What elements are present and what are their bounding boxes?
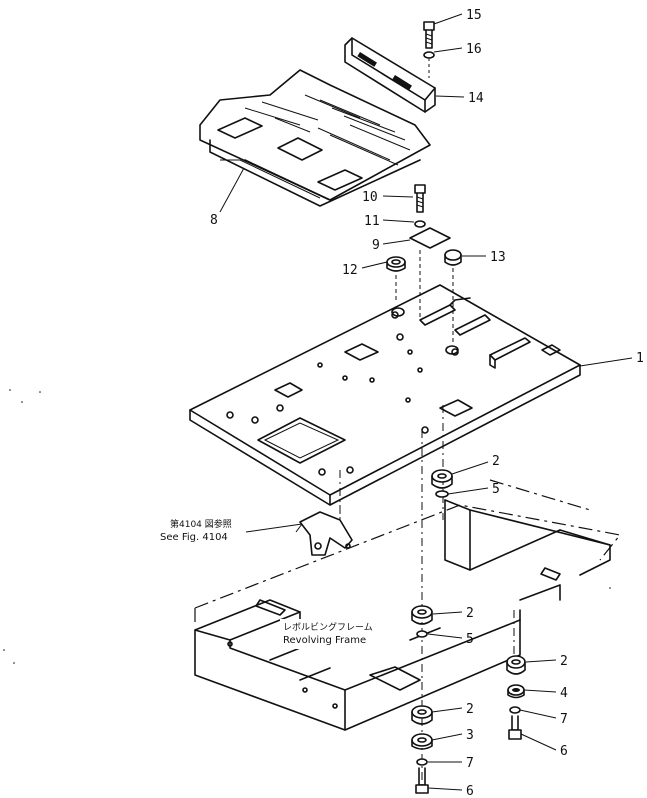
callout-5b: 5 xyxy=(466,632,474,647)
callout-11: 11 xyxy=(364,214,380,229)
leader-lines xyxy=(219,13,633,791)
washer-7b xyxy=(416,758,428,766)
mount-bracket xyxy=(299,505,353,556)
frame-label-en: Revolving Frame xyxy=(283,635,366,646)
callout-1: 1 xyxy=(636,351,644,366)
see-fig-en: See Fig. 4104 xyxy=(160,532,228,543)
spacer-5b xyxy=(416,630,428,638)
scan-dots xyxy=(3,389,611,664)
mount-3 xyxy=(411,733,433,750)
mount-2a xyxy=(431,469,453,489)
plate-9 xyxy=(409,227,451,249)
spacer-5a xyxy=(435,490,449,498)
callout-7b: 7 xyxy=(466,756,474,771)
callout-6a: 6 xyxy=(560,744,568,759)
cover xyxy=(344,37,436,113)
callout-13: 13 xyxy=(490,250,506,265)
callout-12: 12 xyxy=(342,263,358,278)
revolving-frame xyxy=(194,479,622,731)
callout-4: 4 xyxy=(560,686,568,701)
mount-4 xyxy=(507,684,525,699)
rubber-12 xyxy=(386,256,406,272)
callout-14: 14 xyxy=(468,91,484,106)
callout-2d: 2 xyxy=(560,654,568,669)
washer-11 xyxy=(414,220,426,228)
callout-2b: 2 xyxy=(466,606,474,621)
callout-6b: 6 xyxy=(466,784,474,798)
washer-16 xyxy=(423,51,435,59)
callout-7a: 7 xyxy=(560,712,568,727)
mount-2b xyxy=(411,605,433,625)
callout-9: 9 xyxy=(372,238,380,253)
callout-2a: 2 xyxy=(492,454,500,469)
floor-plate xyxy=(189,284,581,506)
bolt-10 xyxy=(414,184,426,213)
frame-label-jp: レボルビングフレーム xyxy=(283,621,373,633)
callout-2c: 2 xyxy=(466,702,474,717)
bolt-15 xyxy=(423,21,435,49)
rubber-13 xyxy=(444,249,462,266)
callout-labels: 15 16 14 8 10 11 9 12 13 1 2 5 2 5 2 3 7… xyxy=(210,8,644,798)
see-fig-jp: 第4104 図参照 xyxy=(170,518,232,530)
callout-8: 8 xyxy=(210,213,218,228)
washer-7a xyxy=(509,706,521,714)
callout-16: 16 xyxy=(466,42,482,57)
mount-2d xyxy=(506,655,526,675)
bolt-6b xyxy=(415,767,429,794)
callout-5a: 5 xyxy=(492,482,500,497)
notes: 第4104 図参照 See Fig. 4104 レボルビングフレーム Revol… xyxy=(160,518,375,649)
floor-mat xyxy=(199,69,431,207)
bolt-6a xyxy=(508,715,522,740)
callout-3: 3 xyxy=(466,728,474,743)
callout-10: 10 xyxy=(362,190,378,205)
callout-15: 15 xyxy=(466,8,482,23)
